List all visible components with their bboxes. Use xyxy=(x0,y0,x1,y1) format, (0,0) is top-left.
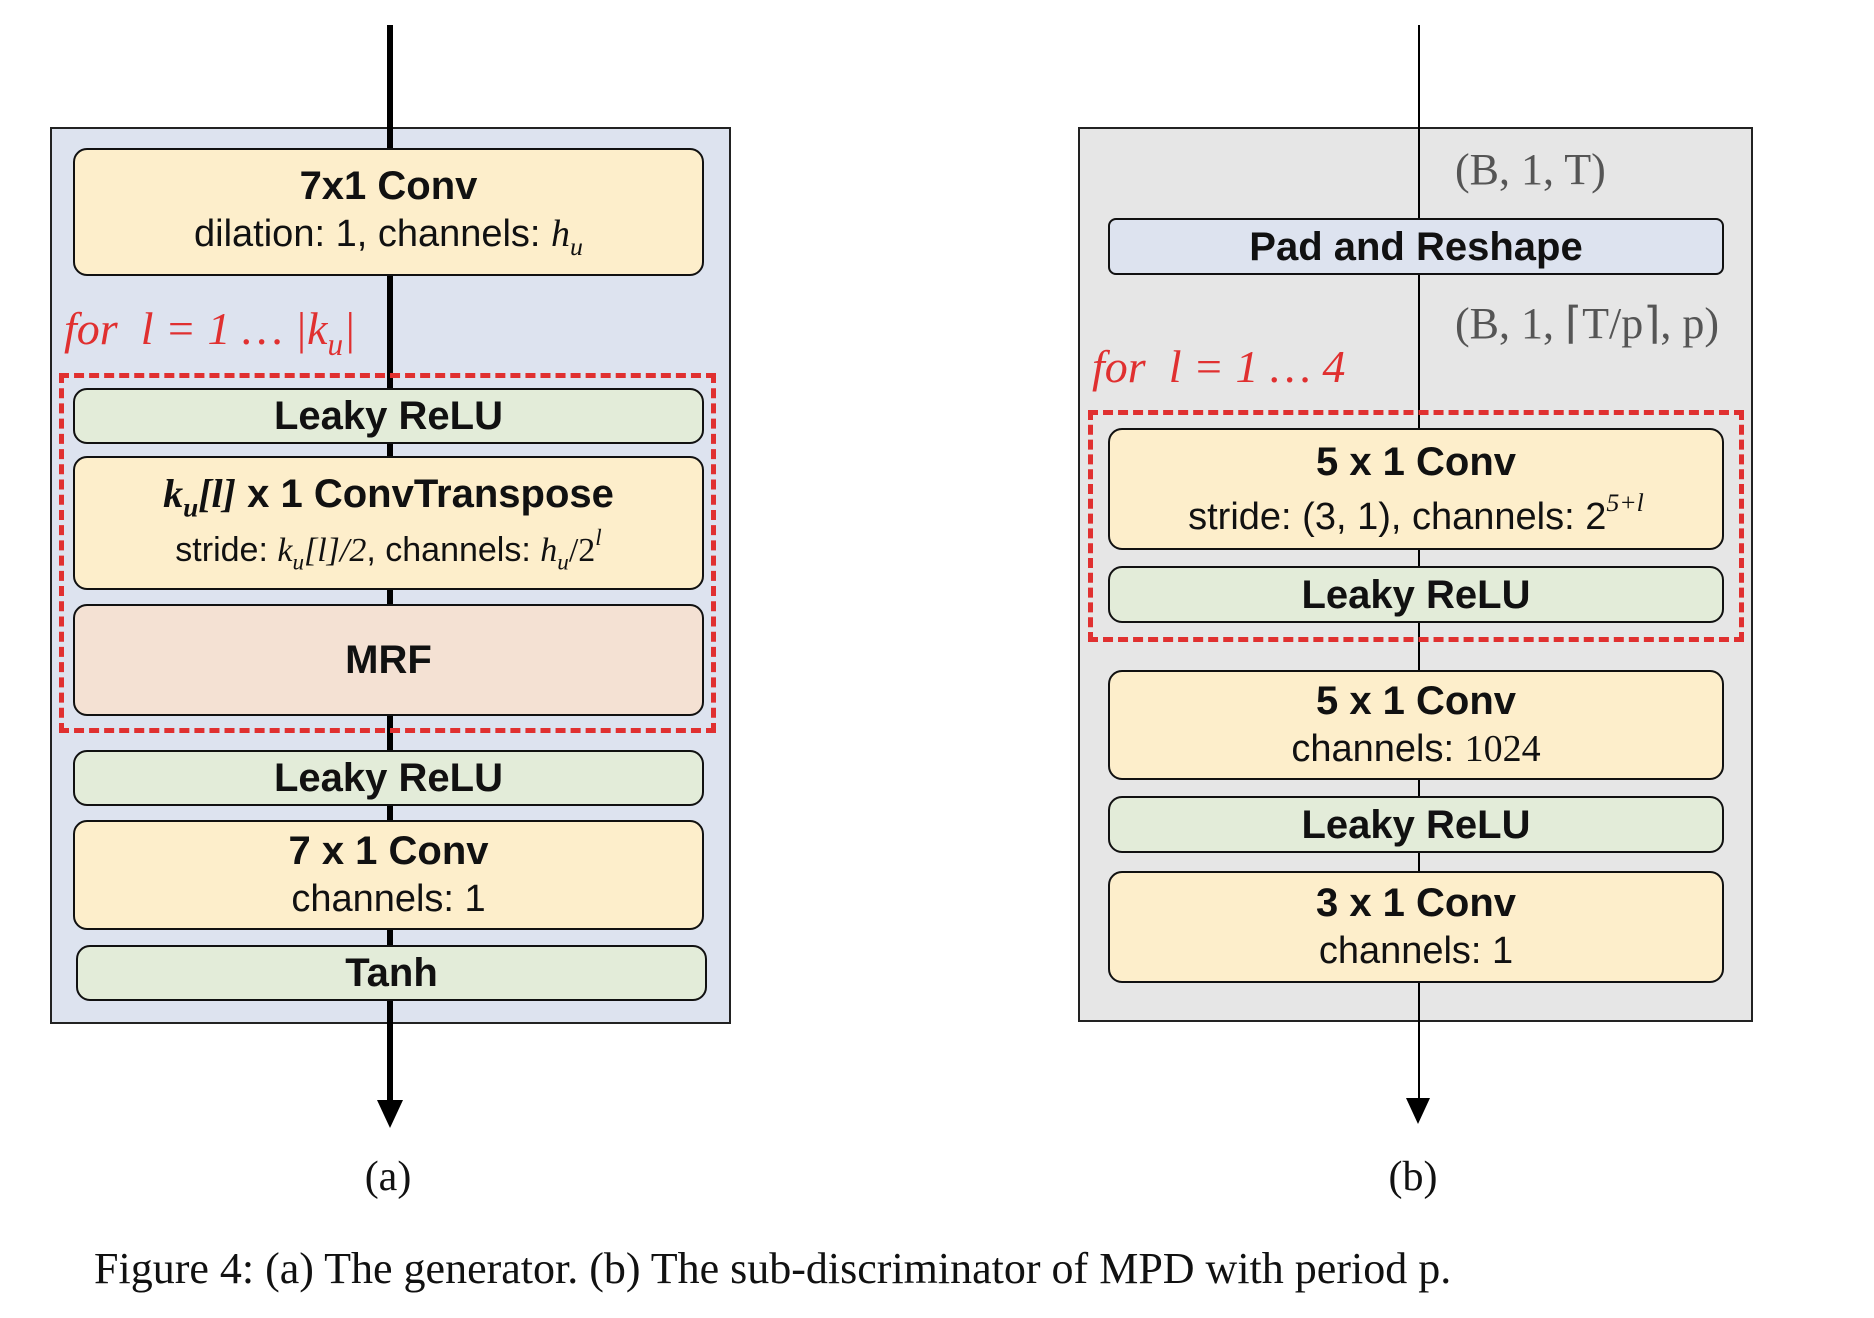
discriminator-loop-leaky-relu: Leaky ReLU xyxy=(1108,566,1724,623)
figure-caption: Figure 4: (a) The generator. (b) The sub… xyxy=(94,1244,1452,1293)
discriminator-output-arrow xyxy=(1406,1098,1430,1124)
generator-conv-transpose-title: ku[l] x 1 ConvTranspose xyxy=(163,470,614,523)
discriminator-output-conv-detail: channels: 1 xyxy=(1318,930,1514,973)
generator-tanh-label: Tanh xyxy=(345,951,438,995)
generator-output-conv-detail: channels: 1 xyxy=(291,878,486,921)
generator-caption: (a) xyxy=(364,1154,412,1200)
generator-output-leaky-relu: Leaky ReLU xyxy=(73,750,704,806)
generator-mrf: MRF xyxy=(73,604,704,716)
discriminator-output-conv: 3 x 1 Conv channels: 1 xyxy=(1108,871,1724,983)
discriminator-loop-conv: 5 x 1 Conv stride: (3, 1), channels: 25+… xyxy=(1108,428,1724,550)
discriminator-loop-box xyxy=(1088,410,1744,642)
discriminator-conv-1024-detail: channels: 1024 xyxy=(1291,728,1541,771)
generator-output-leaky-relu-label: Leaky ReLU xyxy=(274,756,503,800)
discriminator-leaky-relu: Leaky ReLU xyxy=(1108,796,1724,853)
discriminator-caption: (b) xyxy=(1388,1154,1438,1200)
generator-input-conv: 7x1 Conv dilation: 1, channels: hu xyxy=(73,148,704,276)
discriminator-loop-leaky-relu-label: Leaky ReLU xyxy=(1301,572,1531,617)
generator-output-arrow xyxy=(377,1100,403,1128)
generator-input-conv-title: 7x1 Conv xyxy=(299,163,478,208)
generator-output-conv-title: 7 x 1 Conv xyxy=(288,829,489,874)
pad-and-reshape: Pad and Reshape xyxy=(1108,218,1724,275)
generator-tanh: Tanh xyxy=(76,945,707,1001)
generator-loop-leaky-relu: Leaky ReLU xyxy=(73,388,704,444)
pad-and-reshape-label: Pad and Reshape xyxy=(1249,224,1583,269)
discriminator-output-conv-title: 3 x 1 Conv xyxy=(1315,881,1517,926)
generator-conv-transpose-detail: stride: ku[l]/2, channels: hu/2l xyxy=(175,525,602,576)
generator-output-conv: 7 x 1 Conv channels: 1 xyxy=(73,820,704,930)
discriminator-conv-1024-title: 5 x 1 Conv xyxy=(1315,679,1517,724)
discriminator-loop-label: for l = 1 … 4 xyxy=(1092,341,1346,392)
generator-loop-box xyxy=(59,373,716,733)
generator-loop-leaky-relu-label: Leaky ReLU xyxy=(274,394,503,438)
discriminator-loop-conv-title: 5 x 1 Conv xyxy=(1315,439,1517,484)
generator-mrf-label: MRF xyxy=(345,638,432,682)
generator-conv-transpose: ku[l] x 1 ConvTranspose stride: ku[l]/2,… xyxy=(73,456,704,590)
input-shape-label: (B, 1, T) xyxy=(1455,145,1606,194)
discriminator-loop-conv-detail: stride: (3, 1), channels: 25+l xyxy=(1188,487,1644,538)
generator-input-conv-detail: dilation: 1, channels: hu xyxy=(194,212,583,261)
discriminator-conv-1024: 5 x 1 Conv channels: 1024 xyxy=(1108,670,1724,780)
reshaped-shape-label: (B, 1, ⌈T/p⌉, p) xyxy=(1455,299,1720,348)
generator-loop-label: for l = 1 … |ku| xyxy=(64,303,356,362)
discriminator-leaky-relu-label: Leaky ReLU xyxy=(1301,802,1531,847)
